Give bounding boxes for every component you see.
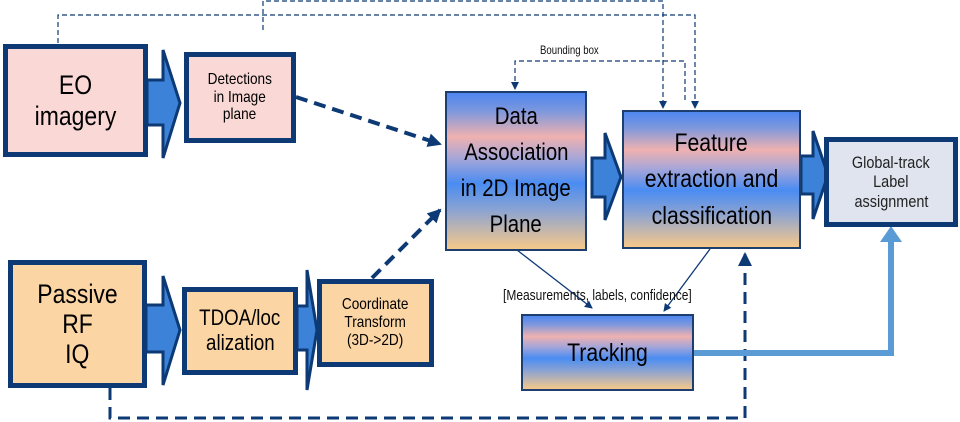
association-line-4: Plane [489, 211, 543, 238]
global-line-2: Label [873, 172, 909, 192]
bounding-box-dashed-line [511, 60, 686, 100]
coordinate-line-2: Transform [344, 314, 407, 332]
coordinate-line-3: (3D->2D) [347, 331, 404, 349]
association-line-2: Association [463, 139, 569, 166]
measurements-label: [Measurements, labels, confidence] [503, 287, 692, 304]
feature-block-arrow [799, 130, 830, 220]
association-line-1: Data [494, 103, 538, 130]
tdoa-line-2: alization [205, 330, 275, 355]
tdoa-box: TDOA/loc alization [182, 287, 298, 375]
detections-to-association-dashed-arrow [295, 95, 442, 147]
detections-line-2: in Image [213, 88, 267, 106]
detections-line-1: Detections [207, 70, 273, 88]
global-line-1: Global-track [852, 153, 930, 173]
rf-block-arrow [144, 275, 182, 386]
tracking-to-global-line [693, 240, 894, 356]
feature-to-tracking-line [663, 248, 711, 312]
eo-imagery-label: EO imagery [34, 70, 117, 131]
detections-to-feature-dashed-line [262, 0, 667, 109]
association-to-tracking-line [516, 249, 593, 309]
eo-to-feature-dashed-line [57, 14, 699, 109]
global-track-box: Global-track Label assignment [824, 137, 958, 227]
passive-rf-line-1: Passive RF [37, 278, 118, 339]
feature-extraction-box: Feature extraction and classification [622, 110, 801, 249]
tracking-label: Tracking [567, 338, 648, 367]
tracking-to-global-arrowhead [880, 226, 902, 242]
eo-imagery-box: EO imagery [3, 44, 148, 157]
tracking-box: Tracking [521, 314, 694, 391]
feature-line-3: classification [651, 201, 772, 230]
detections-line-3: plane [223, 106, 257, 124]
data-association-box: Data Association in 2D Image Plane [445, 91, 587, 251]
eo-block-arrow [145, 49, 182, 159]
feature-line-2: extraction and [644, 165, 779, 194]
tdoa-block-arrow [295, 269, 319, 391]
bounding-box-label: Bounding box [540, 43, 599, 57]
coordinate-transform-box: Coordinate Transform (3D->2D) [317, 279, 434, 367]
rf-to-feature-dashed-arrow [108, 252, 752, 420]
tdoa-line-1: TDOA/loc [199, 305, 281, 331]
passive-rf-box: Passive RF IQ [8, 260, 147, 388]
feature-line-1: Feature [674, 129, 749, 158]
coordinate-line-1: Coordinate [342, 296, 409, 314]
association-block-arrow [590, 132, 623, 221]
coordinate-to-association-dashed-arrow [370, 208, 442, 280]
passive-rf-line-2: IQ [65, 339, 90, 370]
global-line-3: assignment [854, 191, 928, 211]
association-line-3: in 2D Image [461, 175, 571, 202]
detections-box: Detections in Image plane [184, 52, 296, 143]
